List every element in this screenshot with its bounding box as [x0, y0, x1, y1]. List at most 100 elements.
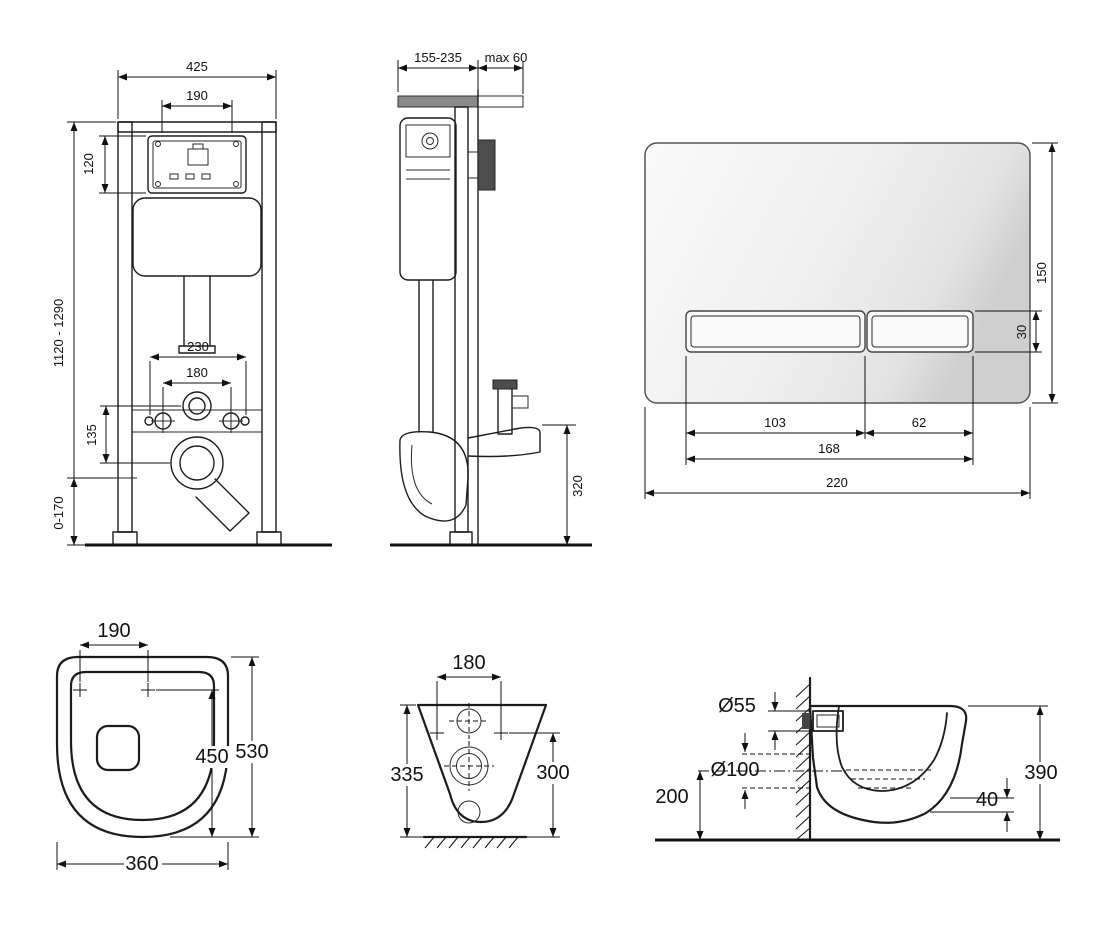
dim-label-depth-range: 155-235 [414, 50, 462, 65]
fixing-hole-crosses [73, 683, 155, 697]
drain-socket-outer [170, 436, 224, 490]
supply-fitting [511, 395, 529, 409]
fill-valve-box [405, 124, 451, 158]
dim-label-bowl-depth: 390 [1024, 762, 1057, 784]
access-panel [147, 135, 247, 194]
frame-top-bar [117, 121, 277, 133]
label-bg [388, 764, 426, 786]
seat-inner-line [69, 670, 216, 822]
access-panel-inner [152, 140, 242, 189]
bowl-side-outline [808, 704, 968, 824]
bowl-side-view: Ø55 Ø100 200 390 40 [655, 676, 1063, 842]
supply-cap [492, 379, 518, 390]
frame-left-rail [117, 121, 133, 533]
flush-valve-icon [187, 143, 209, 166]
inlet-wall-block [802, 713, 810, 729]
dim-label-height-front: 300 [536, 762, 569, 784]
dim-label-plate-height: 150 [1034, 262, 1049, 284]
dim-label-rim-drop: 40 [976, 789, 998, 811]
water-level-lines [406, 169, 450, 180]
dim-label-outlet-diameter: Ø100 [711, 759, 760, 781]
frame-rail-side [454, 106, 469, 533]
dim-label-foot-adjust: 0-170 [51, 496, 66, 529]
panel-screw [155, 181, 161, 187]
dim-label-outlet-drop: 135 [84, 424, 99, 446]
ext-135 [100, 405, 181, 464]
ext-190-top [79, 650, 149, 682]
flush-button-large[interactable] [685, 310, 866, 353]
panel-screw [155, 141, 161, 147]
bowl-cavity-line [835, 705, 948, 792]
dim-label-access-height: 120 [81, 153, 96, 175]
inlet-fitting [812, 710, 844, 732]
ext-120 [99, 135, 146, 194]
ext-30 [975, 310, 1042, 353]
label-bg [534, 762, 572, 784]
outlet-crosshair [444, 741, 494, 791]
frame-left-foot [112, 531, 138, 546]
label-bg [1019, 762, 1063, 784]
trap-circle [457, 800, 481, 824]
bowl-outline [55, 655, 230, 839]
bowl-front-view: 180 335 300 [388, 652, 572, 849]
dim-label-max-offset: max 60 [485, 50, 528, 65]
dim-label-front-fixing-spacing: 180 [452, 652, 485, 674]
outlet-horn [467, 426, 541, 458]
inlet-fitting-inner [816, 714, 840, 728]
ext-buttons [685, 356, 974, 465]
outlet-pipe-hidden [742, 753, 812, 789]
bracket-bar-extension [477, 95, 524, 108]
flush-plate-view: 150 30 103 62 168 220 [644, 142, 1058, 499]
cistern-tank [132, 197, 262, 277]
ext-40 [930, 797, 1014, 813]
dim-label-depth-to-holes: 450 [195, 746, 228, 768]
frame-front-view: 425 190 120 1120 - 1290 230 180 135 0-17… [51, 59, 332, 547]
flush-bend-inner [188, 397, 206, 415]
flush-opening [95, 724, 141, 772]
panel-screw [233, 141, 239, 147]
dim-label-outlet-height-bowl: 200 [655, 786, 688, 808]
frame-foot-side [449, 531, 473, 546]
dim-label-buttons-width: 168 [818, 441, 840, 456]
frame-bracket-lines [132, 409, 262, 433]
bolt-crosshairs [151, 409, 243, 433]
dim-label-button-small-width: 62 [912, 415, 926, 430]
drain-duct [195, 478, 250, 532]
wall-bracket-bar [397, 95, 479, 108]
flush-button-small-inner [871, 315, 969, 348]
dim-label-height-range: 1120 - 1290 [51, 299, 66, 367]
fixing-hole-right [240, 416, 250, 426]
drain-elbow-detail [410, 444, 433, 505]
cistern-side [399, 117, 457, 281]
drain-socket-inner [179, 445, 215, 481]
dim-label-plate-width: 220 [826, 475, 848, 490]
dim-label-inlet-diameter: Ø55 [718, 695, 756, 717]
flush-pipe-side [418, 279, 434, 433]
ext-180 [162, 387, 232, 411]
label-bg [193, 746, 231, 768]
fixing-crosses-front [430, 726, 508, 740]
label-bg [233, 741, 271, 763]
dim-label-depth-total: 530 [235, 741, 268, 763]
flush-bend-outer [182, 391, 212, 421]
water-hatch [846, 769, 931, 789]
ext-220 [644, 407, 1031, 499]
flush-pipe-flange [178, 345, 216, 354]
drain-elbow [399, 430, 469, 522]
frame-side-view: 155-235 max 60 320 [390, 50, 592, 547]
wall-anchor-block [477, 139, 496, 191]
panel-slots [169, 173, 211, 180]
flush-plate [644, 142, 1031, 404]
bowl-top-view: 190 450 530 360 [55, 620, 271, 875]
dim-label-bowl-fixing-spacing: 190 [97, 620, 130, 642]
dim-label-access-width: 190 [186, 88, 208, 103]
dim-label-fixing-spacing: 230 [187, 339, 209, 354]
dim-label-width-total: 425 [186, 59, 208, 74]
flush-button-small[interactable] [866, 310, 974, 353]
bowl-front-outline [416, 703, 548, 824]
frame-right-rail [261, 121, 277, 533]
dim-label-button-height: 30 [1014, 325, 1029, 339]
dim-label-bolt-spacing: 180 [186, 365, 208, 380]
